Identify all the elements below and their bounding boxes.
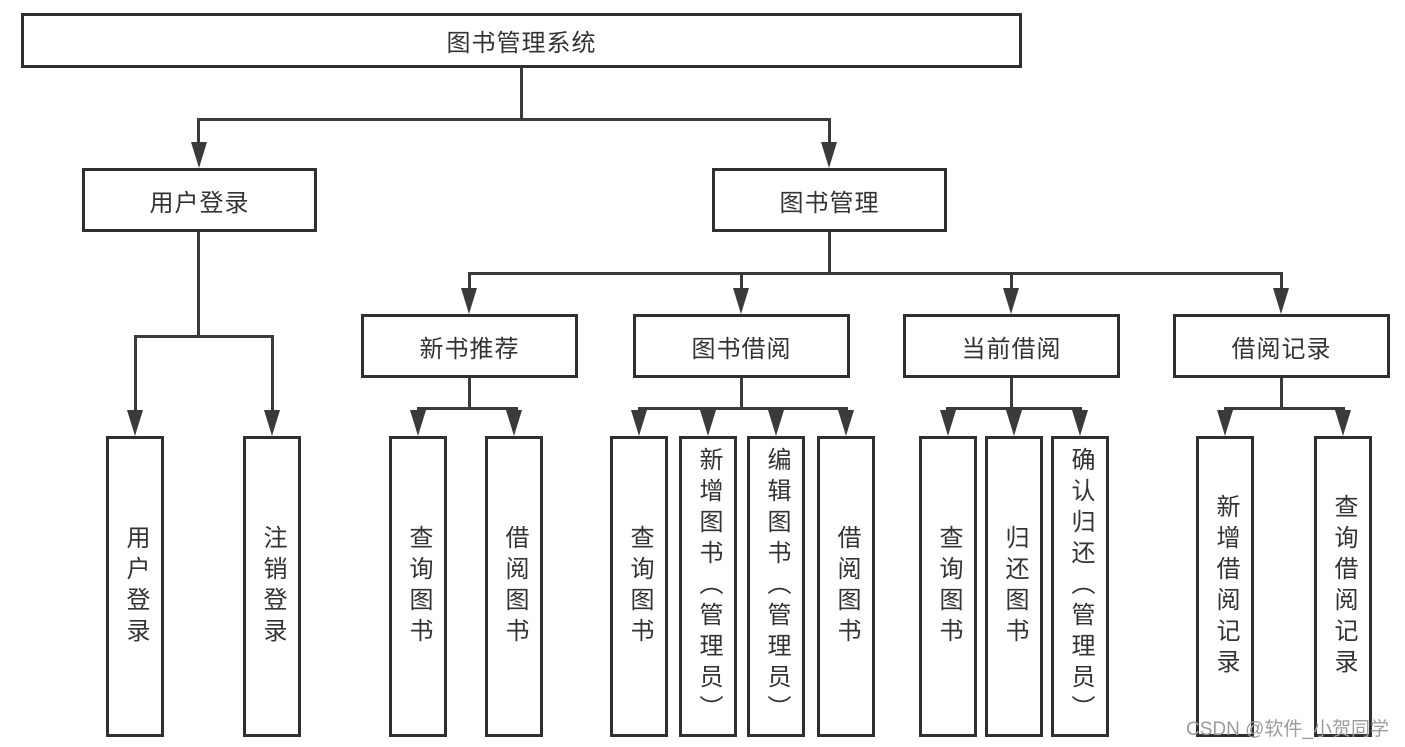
connector-line: [828, 232, 831, 272]
arrow-down: [1273, 288, 1289, 314]
connector-line: [520, 68, 523, 118]
leaf-bb-query-books-label: 查询图书: [626, 524, 653, 649]
leaf-nb-borrow-books-label: 借阅图书: [501, 524, 528, 649]
arrow-down: [191, 142, 207, 168]
leaf-bb-borrow-books-label: 借阅图书: [833, 524, 860, 649]
connector-line: [468, 378, 471, 407]
arrow-down: [1217, 410, 1233, 436]
leaf-user-login-label: 用户登录: [122, 524, 149, 649]
leaf-cb-confirm-return-admin-label: 确认归还（管理员）: [1067, 447, 1094, 726]
connector-line: [197, 232, 200, 335]
connector-line: [197, 118, 200, 146]
arrow-down: [1003, 288, 1019, 314]
node-user-login: 用户登录: [82, 168, 317, 232]
node-new-book-recommend-label: 新书推荐: [419, 335, 520, 363]
node-book-borrow-label: 图书借阅: [691, 335, 792, 363]
arrow-down: [1006, 410, 1022, 436]
connector-line: [828, 118, 831, 146]
connector-line: [468, 272, 471, 292]
node-current-borrow: 当前借阅: [903, 314, 1120, 378]
arrow-down: [631, 410, 647, 436]
arrow-down: [940, 410, 956, 436]
leaf-cb-return-books-label: 归还图书: [1001, 524, 1028, 649]
node-book-borrow: 图书借阅: [633, 314, 850, 378]
connector-line: [197, 118, 831, 121]
leaf-bb-borrow-books: 借阅图书: [817, 436, 875, 737]
arrow-down: [506, 410, 522, 436]
leaf-bb-add-books-admin-label: 新增图书（管理员）: [695, 447, 722, 726]
connector-line: [134, 335, 137, 412]
leaf-br-add-borrow-record: 新增借阅记录: [1196, 436, 1254, 737]
leaf-nb-borrow-books: 借阅图书: [485, 436, 543, 737]
arrow-down: [700, 410, 716, 436]
node-new-book-recommend: 新书推荐: [361, 314, 578, 378]
connector-line: [1224, 407, 1345, 410]
node-library-system: 图书管理系统: [21, 13, 1022, 68]
leaf-br-query-borrow-record: 查询借阅记录: [1314, 436, 1372, 737]
leaf-cb-confirm-return-admin: 确认归还（管理员）: [1051, 436, 1109, 737]
leaf-cb-return-books: 归还图书: [985, 436, 1043, 737]
connector-line: [1280, 272, 1283, 292]
leaf-nb-query-books-label: 查询图书: [405, 524, 432, 649]
node-borrow-records-label: 借阅记录: [1231, 335, 1332, 363]
arrow-down: [127, 410, 143, 436]
leaf-cb-query-books: 查询图书: [919, 436, 977, 737]
leaf-bb-query-books: 查询图书: [610, 436, 668, 737]
arrow-down: [768, 410, 784, 436]
leaf-br-query-borrow-record-label: 查询借阅记录: [1330, 493, 1357, 680]
connector-line: [946, 407, 1082, 410]
arrow-down: [733, 288, 749, 314]
arrow-down: [838, 410, 854, 436]
connector-line: [638, 407, 848, 410]
arrow-down: [1335, 410, 1351, 436]
node-library-system-label: 图书管理系统: [446, 30, 597, 57]
node-current-borrow-label: 当前借阅: [961, 335, 1062, 363]
arrow-down: [1072, 410, 1088, 436]
arrow-down: [264, 410, 280, 436]
node-borrow-records: 借阅记录: [1173, 314, 1390, 378]
leaf-cb-query-books-label: 查询图书: [935, 524, 962, 649]
connector-line: [1280, 378, 1283, 407]
leaf-logout-login-label: 注销登录: [259, 524, 286, 649]
connector-line: [468, 272, 1283, 275]
leaf-nb-query-books: 查询图书: [389, 436, 447, 737]
connector-line: [417, 407, 518, 410]
leaf-br-add-borrow-record-label: 新增借阅记录: [1212, 493, 1239, 680]
leaf-bb-edit-books-admin-label: 编辑图书（管理员）: [763, 447, 790, 726]
connector-line: [134, 335, 274, 338]
leaf-user-login: 用户登录: [106, 436, 164, 737]
arrow-down: [461, 288, 477, 314]
arrow-down: [821, 142, 837, 168]
arrow-down: [410, 410, 426, 436]
connector-line: [740, 272, 743, 292]
connector-line: [1010, 272, 1013, 292]
connector-line: [1010, 378, 1013, 407]
leaf-bb-add-books-admin: 新增图书（管理员）: [679, 436, 737, 737]
node-book-management-label: 图书管理: [779, 189, 880, 217]
connector-line: [271, 335, 274, 412]
connector-line: [740, 378, 743, 407]
csdn-watermark: CSDN @软件_小贺同学: [1186, 719, 1389, 740]
leaf-bb-edit-books-admin: 编辑图书（管理员）: [747, 436, 805, 737]
node-book-management: 图书管理: [712, 168, 947, 232]
leaf-logout-login: 注销登录: [243, 436, 301, 737]
node-user-login-label: 用户登录: [149, 189, 250, 217]
